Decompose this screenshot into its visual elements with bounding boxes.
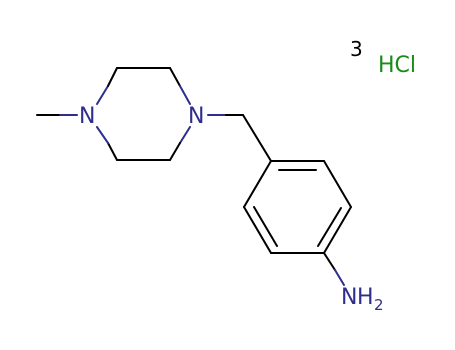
ring-bond-c-lower-left-n1-a (107, 142, 118, 161)
benzene-double-bond-left (253, 206, 278, 247)
ring-bond-c-lower-left-n1-b (96, 126, 109, 144)
aryl-amine-bond-b (334, 269, 345, 286)
ring-bond-n1-c-upper-left-b (107, 67, 118, 87)
amine-h-count-label: 2 (374, 296, 384, 314)
amine-n-label: N (341, 285, 357, 310)
benzene-bond-2 (323, 160, 352, 208)
benzene-bond-5 (243, 206, 272, 254)
ring-bond-c-upper-right-n2-b (179, 85, 191, 105)
ch2-aryl-bond (242, 114, 272, 162)
ring-bond-c-upper-right-n2-a (169, 67, 181, 87)
amine-h-label: H (357, 285, 374, 310)
salt-coefficient: 3 (350, 37, 363, 61)
piperazine-n-left-label: N (79, 104, 95, 129)
salt-formula: HCl (378, 53, 416, 78)
benzene-double-bond-right (317, 207, 342, 247)
piperazine-n-right-label: N (188, 104, 204, 129)
ring-bond-n1-c-upper-left-a (96, 85, 109, 105)
ring-bond-n2-c-lower-right-b (169, 142, 181, 161)
benzene-bond-3 (323, 206, 352, 254)
aryl-amine-bond-a (323, 252, 336, 271)
benzene-bond-6 (243, 160, 272, 208)
ring-bond-n2-c-lower-right-a (179, 126, 191, 144)
